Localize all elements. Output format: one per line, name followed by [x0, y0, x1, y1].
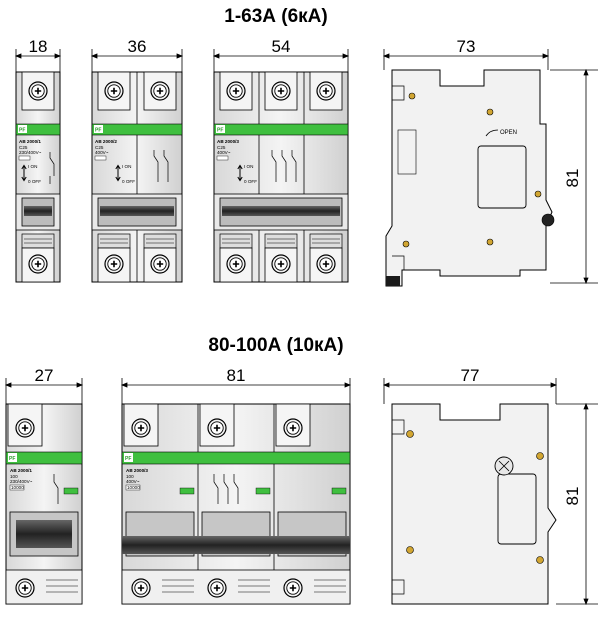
contact-symbol-icon	[53, 474, 59, 504]
screw-terminal-icon	[271, 254, 291, 274]
screw-terminal-icon	[316, 81, 336, 101]
screw-terminal-icon	[150, 81, 170, 101]
screw-terminal-icon	[15, 418, 35, 438]
breaker-1pole-100a-rating: 100	[10, 474, 18, 479]
row2-title: 80-100А (10кА)	[208, 335, 343, 356]
screw-terminal-icon	[226, 81, 246, 101]
breaker-side-view-row1: OPEN	[385, 69, 555, 287]
dim-width-1pole-100a: 27	[35, 366, 54, 385]
breaker-3pole-100a-front: PF AB 2000/3 100 400V~ 10000	[121, 403, 351, 605]
screw-terminal-icon	[131, 578, 151, 598]
screw-terminal-icon	[15, 578, 35, 598]
contact-symbol-icon	[49, 152, 55, 184]
on-label: I ON	[122, 164, 131, 169]
breaker-3pole-rating: C25	[217, 145, 226, 150]
screw-terminal-icon	[28, 81, 48, 101]
breaker-1pole-100a-voltage: 230/400V~	[10, 479, 33, 484]
contact-symbol-icon	[213, 474, 239, 504]
open-arrow-icon	[485, 129, 499, 137]
breaker-1pole-100a-front: PF AB 2000/1 100 230/400V~ 10000	[5, 403, 83, 605]
pf-logo-icon: PF	[9, 456, 15, 462]
breaker-3pole-voltage: 400V~	[217, 150, 231, 155]
screw-terminal-icon	[150, 254, 170, 274]
screw-terminal-icon	[316, 254, 336, 274]
screw-terminal-icon	[207, 418, 227, 438]
breaker-1pole-100a-badge: 10000	[11, 485, 24, 490]
breaker-3pole-front: PF AB 2000/3 C25 400V~ I ON 0 OFF	[213, 71, 349, 283]
row1-title: 1-63А (6кА)	[224, 6, 327, 27]
breaker-3pole-model: AB 2000/3	[217, 139, 239, 144]
breaker-2pole-front: PF AB 2000/2 C25 400V~ I ON 0 OFF	[91, 71, 183, 283]
breaker-1pole-model: AB 2000/1	[19, 139, 41, 144]
pf-logo-icon: PF	[217, 128, 223, 134]
screw-terminal-icon	[131, 418, 151, 438]
off-label: 0 OFF	[244, 179, 257, 184]
contact-symbol-icon	[271, 150, 297, 182]
breaker-1pole-100a-model: AB 2000/1	[10, 468, 32, 473]
off-label: 0 OFF	[28, 179, 41, 184]
on-label: I ON	[244, 164, 253, 169]
breaker-side-view-row2	[391, 403, 557, 605]
dim-height-100a: 81	[563, 487, 582, 506]
screw-terminal-icon	[104, 254, 124, 274]
breaker-2pole-model: AB 2000/2	[95, 139, 117, 144]
on-label: I ON	[28, 164, 37, 169]
breaker-2pole-voltage: 400V~	[95, 150, 109, 155]
breaker-1pole-front: PF AB 2000/1 C25 230/400V~ I ON 0 OFF	[15, 71, 61, 283]
open-label: OPEN	[500, 130, 517, 136]
screw-terminal-icon	[207, 578, 227, 598]
breaker-1pole-voltage: 230/400V~	[19, 150, 42, 155]
off-label: 0 OFF	[122, 179, 135, 184]
breaker-3pole-100a-badge: 10000	[127, 485, 140, 490]
breaker-3pole-100a-voltage: 400V~	[126, 479, 140, 484]
pf-logo-icon: PF	[19, 128, 25, 134]
row1-dimension-lines	[14, 49, 598, 285]
screw-terminal-icon	[226, 254, 246, 274]
screw-terminal-icon	[283, 418, 303, 438]
breaker-3pole-100a-rating: 100	[126, 474, 134, 479]
dim-width-1pole: 18	[29, 37, 48, 56]
screw-terminal-icon	[271, 81, 291, 101]
breaker-2pole-rating: C25	[95, 145, 104, 150]
pf-logo-icon: PF	[125, 456, 131, 462]
row2-dimension-lines	[4, 378, 598, 606]
screw-terminal-icon	[283, 578, 303, 598]
pf-logo-icon: PF	[95, 128, 101, 134]
breaker-1pole-rating: C25	[19, 145, 28, 150]
dim-width-2pole: 36	[128, 37, 147, 56]
dim-depth-100a: 77	[461, 366, 480, 385]
breaker-3pole-100a-model: AB 2000/3	[126, 468, 148, 473]
dim-width-3pole: 54	[272, 37, 291, 56]
contact-symbol-icon	[153, 150, 169, 182]
dim-height: 81	[563, 169, 582, 188]
screw-terminal-icon	[28, 254, 48, 274]
dim-width-3pole-100a: 81	[227, 366, 246, 385]
dim-depth: 73	[457, 37, 476, 56]
screw-terminal-icon	[104, 81, 124, 101]
